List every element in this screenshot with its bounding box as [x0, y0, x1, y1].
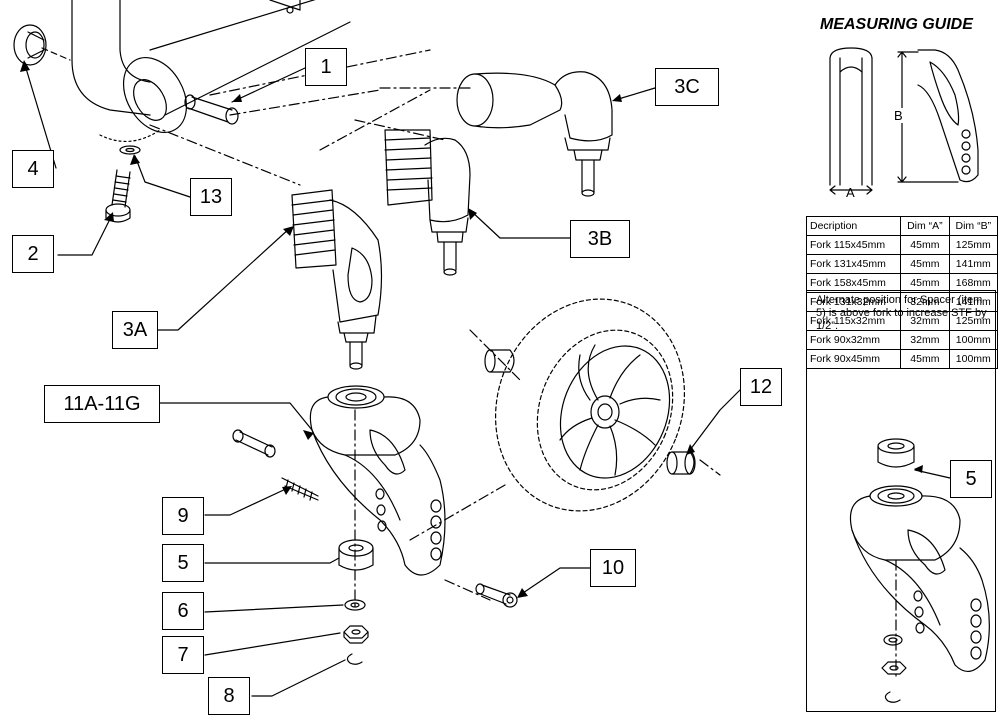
inset-callout-5: 5 [950, 460, 992, 498]
frame-tube [71, 0, 351, 143]
arrowheads [20, 60, 695, 598]
row-description: Fork 158x45mm [805, 273, 902, 293]
row-dim-a: 45mm [900, 349, 950, 369]
alternate-position-inset [806, 290, 996, 712]
nut-7 [343, 625, 369, 644]
row-dim-a: 32mm [900, 292, 950, 312]
row-dim-b: 100mm [948, 330, 999, 350]
washer-6 [344, 599, 366, 611]
col-dim-a-header: Dim “A” [900, 216, 950, 236]
row-dim-a: 45mm [900, 235, 950, 255]
row-description: Fork 131x32mm [805, 292, 902, 312]
row-dim-b: 125mm [948, 235, 999, 255]
row-dim-b: 100mm [948, 349, 999, 369]
stem-3a [291, 189, 383, 370]
pin [184, 94, 239, 125]
callout-3c: 3C [655, 68, 719, 106]
alignment-lines [149, 49, 721, 611]
bolt-10 [475, 583, 518, 608]
callout-2: 2 [12, 235, 54, 273]
callout-8: 8 [208, 677, 250, 715]
stem-3b [384, 129, 471, 276]
fork-dimension-table: Decription Dim “A” Dim “B” Fork 115x45mm… [805, 216, 999, 369]
table-header-row: Decription Dim “A” Dim “B” [805, 216, 999, 236]
axle-sleeve [232, 429, 319, 501]
callout-11a-11g: 11A-11G [44, 385, 160, 423]
measuring-guide-front [829, 47, 873, 195]
row-dim-b: 141mm [948, 254, 999, 274]
callout-3b: 3B [570, 220, 630, 258]
clip-8 [346, 653, 363, 665]
row-description: Fork 90x32mm [805, 330, 902, 350]
callout-6: 6 [162, 592, 204, 630]
row-dim-a: 32mm [900, 311, 950, 331]
row-dim-a: 45mm [900, 254, 950, 274]
row-dim-a: 45mm [900, 273, 950, 293]
callout-10: 10 [590, 549, 636, 587]
callout-13: 13 [190, 178, 232, 216]
spacer-12 [484, 349, 696, 475]
callout-9: 9 [162, 497, 204, 535]
measuring-guide-side [897, 49, 979, 183]
caster-wheel [494, 298, 686, 512]
alternate-position-note: Alternate position for Spacer (item 5) i… [816, 294, 987, 332]
row-description: Fork 115x45mm [805, 235, 902, 255]
bolt-2 [105, 169, 131, 223]
washer-13 [119, 145, 141, 155]
row-description: Fork 115x32mm [805, 311, 902, 331]
alternate-inset-drawing [849, 438, 990, 703]
callout-3a: 3A [112, 311, 158, 349]
dimension-a-label: A [846, 185, 855, 200]
callout-1: 1 [305, 48, 347, 86]
measuring-guide-title: MEASURING GUIDE [820, 16, 973, 33]
caster-fork [309, 385, 446, 576]
col-dim-b-header: Dim “B” [948, 216, 999, 236]
dimension-b-label: B [894, 108, 903, 123]
col-description-header: Decription [805, 216, 902, 236]
callout-4: 4 [12, 150, 54, 188]
leader-lines [24, 64, 743, 697]
callout-5: 5 [162, 544, 204, 582]
stem-3c [456, 71, 613, 197]
row-dim-b: 125mm [948, 311, 999, 331]
callout-12: 12 [740, 368, 782, 406]
row-description: Fork 131x45mm [805, 254, 902, 274]
callout-7: 7 [162, 636, 204, 674]
spacer-5 [338, 539, 374, 571]
axle-bolt [13, 24, 71, 66]
